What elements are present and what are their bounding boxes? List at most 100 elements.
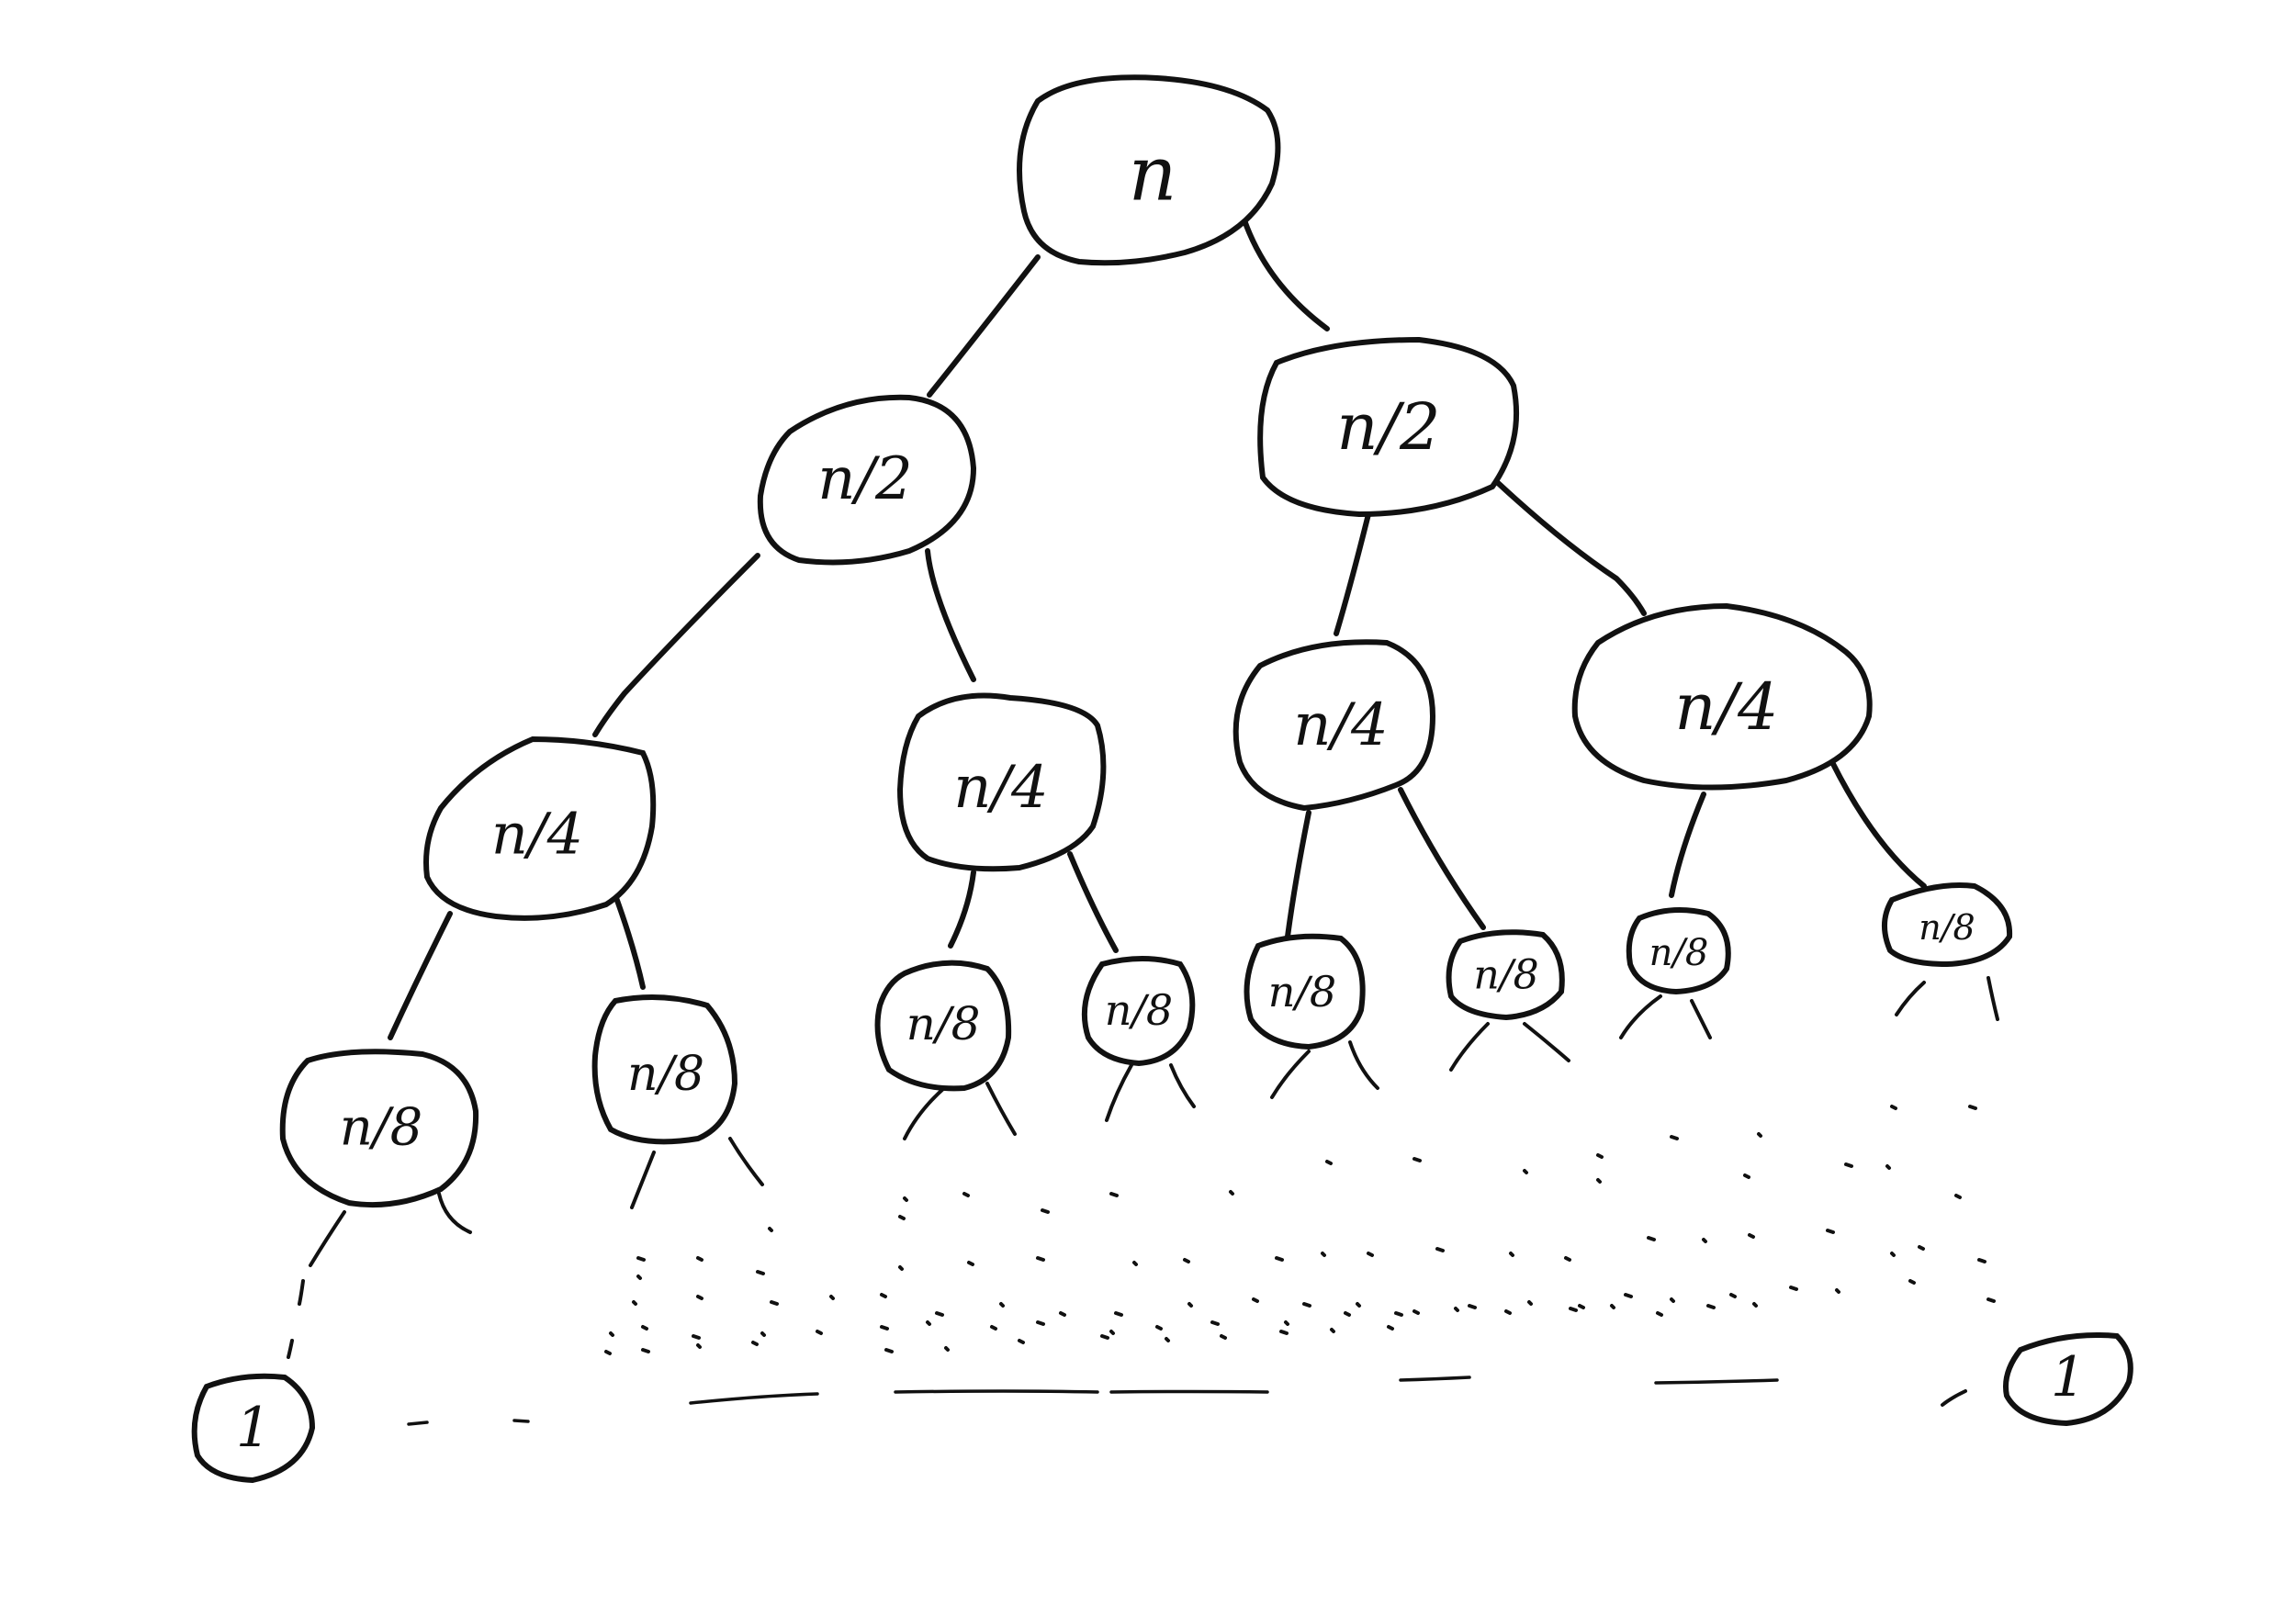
stub (903, 1086, 946, 1140)
continuation-dot (884, 1348, 894, 1353)
continuation-dot (1702, 1238, 1707, 1243)
edge-l2d-left (1669, 792, 1706, 898)
continuation-dot (1954, 1194, 1962, 1199)
continuation-dot (1610, 1304, 1615, 1309)
continuation-dot (1394, 1311, 1403, 1317)
continuation-dot (944, 1346, 950, 1352)
continuation-dot (898, 1215, 906, 1220)
node-label: n/4 (1674, 669, 1778, 745)
continuation-dot (636, 1275, 642, 1280)
continuation-dots (604, 1105, 1996, 1355)
continuation-dot (1367, 1252, 1374, 1257)
continuation-dot (903, 1196, 908, 1202)
tree-node-level3-3: n/8 (874, 960, 1012, 1092)
stub (309, 1210, 346, 1267)
continuation-dot (1435, 1247, 1445, 1252)
continuation-dot (756, 1270, 765, 1275)
continuation-dot (1504, 1309, 1512, 1315)
continuation-dot (1752, 1302, 1758, 1308)
continuation-dot (1412, 1157, 1422, 1162)
stub (1619, 994, 1662, 1039)
continuation-dot (1968, 1105, 1977, 1110)
continuation-dot (1670, 1135, 1679, 1140)
node-label: n/8 (906, 997, 981, 1050)
tree-node-level3-1: n/8 (279, 1049, 479, 1208)
edge-l1a-left (592, 553, 760, 737)
edge-l2b-right (1067, 851, 1119, 953)
tree-edges (388, 218, 1927, 1040)
continuation-dot (696, 1343, 702, 1349)
continuation-dot (1109, 1330, 1115, 1335)
tree-node-level3-8: n/8 (1882, 882, 2013, 968)
continuation-dot (770, 1300, 779, 1306)
node-label: 1 (236, 1396, 271, 1460)
continuation-dot (1412, 1309, 1420, 1315)
continuation-dot (1757, 1132, 1762, 1138)
continuation-dot (967, 1261, 974, 1266)
continuation-dot (1187, 1302, 1193, 1308)
continuation-dot (1114, 1311, 1123, 1317)
continuation-dot (990, 1325, 997, 1331)
stub (1523, 1022, 1570, 1062)
continuation-dot (1279, 1330, 1289, 1335)
continuation-dot (604, 1350, 612, 1355)
node-label: n (1129, 131, 1177, 219)
tree-node-level2-1: n/4 (423, 736, 657, 921)
continuation-dot (1706, 1304, 1716, 1309)
tree-stubs (287, 976, 1999, 1407)
continuation-dot (692, 1334, 701, 1340)
continuation-dot (1100, 1334, 1109, 1340)
continuation-dot (1325, 1160, 1333, 1165)
continuation-dot (636, 1256, 646, 1262)
continuation-dot (1155, 1325, 1163, 1331)
tree-leaf-left: 1 (191, 1373, 316, 1484)
continuation-dot (1387, 1325, 1394, 1331)
dash (894, 1389, 1099, 1394)
edge-l2c-left (1285, 810, 1311, 939)
node-label: n/8 (1268, 967, 1336, 1016)
continuation-dot (1743, 1173, 1750, 1179)
continuation-dot (1523, 1169, 1528, 1174)
node-label: n/8 (1105, 985, 1173, 1035)
edge-l1a-right (925, 548, 976, 682)
continuation-dot (1284, 1320, 1289, 1326)
stub (728, 1137, 764, 1186)
continuation-dot (1468, 1304, 1477, 1309)
continuation-dot (1036, 1320, 1045, 1326)
edge-l2a-right (613, 893, 646, 990)
edge-root-left (927, 254, 1041, 398)
stub (1895, 981, 1926, 1016)
stub (1105, 1063, 1133, 1122)
continuation-dot (696, 1295, 703, 1300)
continuation-dashes (407, 1376, 1779, 1426)
continuation-dot (1109, 1192, 1119, 1197)
continuation-dot (641, 1348, 650, 1353)
continuation-dot (1670, 1297, 1675, 1303)
stub (1986, 976, 1999, 1021)
continuation-dot (751, 1341, 759, 1346)
node-label: n/8 (1919, 907, 1975, 948)
edge-root-right (1242, 218, 1330, 331)
continuation-dot (1748, 1233, 1755, 1239)
continuation-dot (1321, 1252, 1326, 1257)
continuation-dot (1220, 1334, 1227, 1340)
stub (437, 1192, 472, 1234)
continuation-dot (1885, 1164, 1891, 1170)
continuation-dot (1826, 1229, 1835, 1234)
continuation-dot (1977, 1258, 1986, 1263)
dash (689, 1392, 819, 1405)
tree-node-level3-7: n/8 (1626, 907, 1731, 995)
node-label: n/8 (1649, 932, 1709, 974)
edge-l2d-right (1829, 759, 1927, 889)
stub (985, 1082, 1017, 1136)
continuation-dot (1041, 1208, 1050, 1214)
continuation-dot (609, 1331, 614, 1337)
continuation-dot (1344, 1311, 1351, 1317)
continuation-dot (1578, 1304, 1585, 1309)
continuation-dot (898, 1265, 904, 1271)
continuation-dot (1918, 1245, 1925, 1251)
stub (1348, 1040, 1379, 1090)
edge-l2a-left (388, 911, 453, 1040)
tree-leaf-right: 1 (2003, 1332, 2133, 1427)
